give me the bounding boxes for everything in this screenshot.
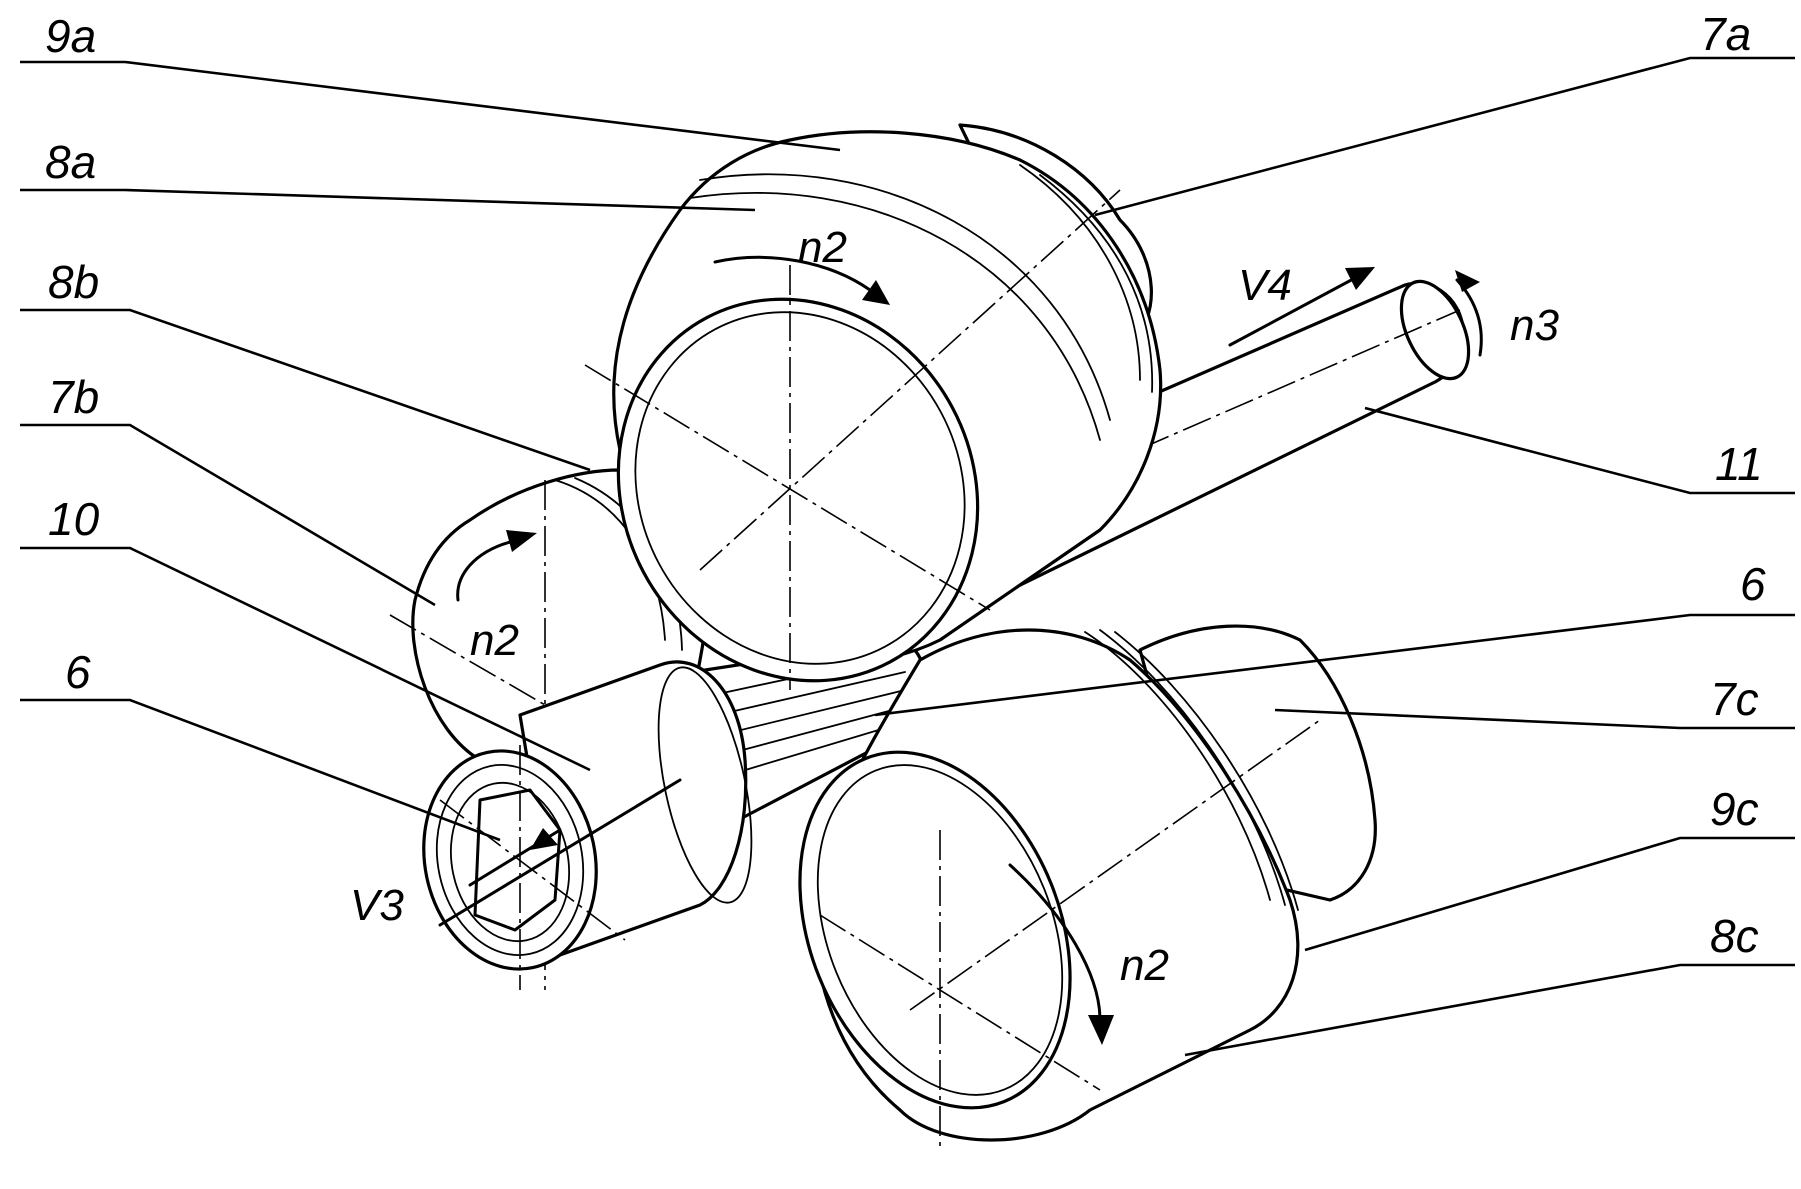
label-8b: 8b	[48, 256, 99, 308]
label-11: 11	[1715, 438, 1763, 490]
leader-6-left	[20, 698, 501, 842]
leader-7b	[20, 423, 436, 607]
leader-7c	[1274, 708, 1795, 730]
leader-8a	[20, 188, 756, 212]
rotation-arrow-n3	[1455, 270, 1483, 357]
leader-9c	[1304, 836, 1795, 952]
rotation-arrow-n2-bottom	[1008, 863, 1114, 1045]
annotation-v4: V4	[1238, 261, 1292, 310]
leader-10	[20, 546, 591, 772]
label-7b: 7b	[48, 371, 99, 423]
motion-annotations: n2 n2 n2 n3 V4 V3	[350, 223, 1559, 990]
rotation-arrow-n2-left	[456, 530, 537, 602]
annotation-n3: n3	[1510, 301, 1559, 350]
leader-8b	[20, 308, 591, 472]
leader-8c	[1184, 963, 1795, 1057]
label-7a: 7a	[1700, 8, 1751, 60]
annotation-n2-top: n2	[798, 223, 847, 272]
label-7c: 7c	[1710, 673, 1759, 725]
roll-8a	[584, 123, 1163, 690]
motion-arrow-v3	[438, 778, 682, 927]
label-8a: 8a	[45, 136, 96, 188]
label-9c: 9c	[1710, 783, 1759, 835]
annotation-n2-left: n2	[470, 616, 519, 665]
leader-7a	[1094, 56, 1795, 217]
motion-arrow-v4	[1228, 267, 1375, 347]
leader-6-right	[874, 613, 1795, 717]
leader-lines	[20, 56, 1795, 1057]
label-10: 10	[48, 493, 100, 545]
reference-labels: 9a 8a 8b 7b 10 6 7a 11 6 7c 9c 8c	[45, 8, 1766, 962]
leader-11	[1364, 406, 1795, 495]
leader-9a	[20, 60, 841, 152]
label-8c: 8c	[1710, 910, 1759, 962]
roll-8c	[798, 624, 1377, 1150]
label-6-left: 6	[65, 646, 91, 698]
label-6-right: 6	[1740, 558, 1766, 610]
annotation-n2-bottom: n2	[1120, 941, 1169, 990]
annotation-v3: V3	[350, 881, 404, 930]
label-9a: 9a	[45, 10, 96, 62]
rotation-arrow-n2-top	[713, 255, 890, 305]
